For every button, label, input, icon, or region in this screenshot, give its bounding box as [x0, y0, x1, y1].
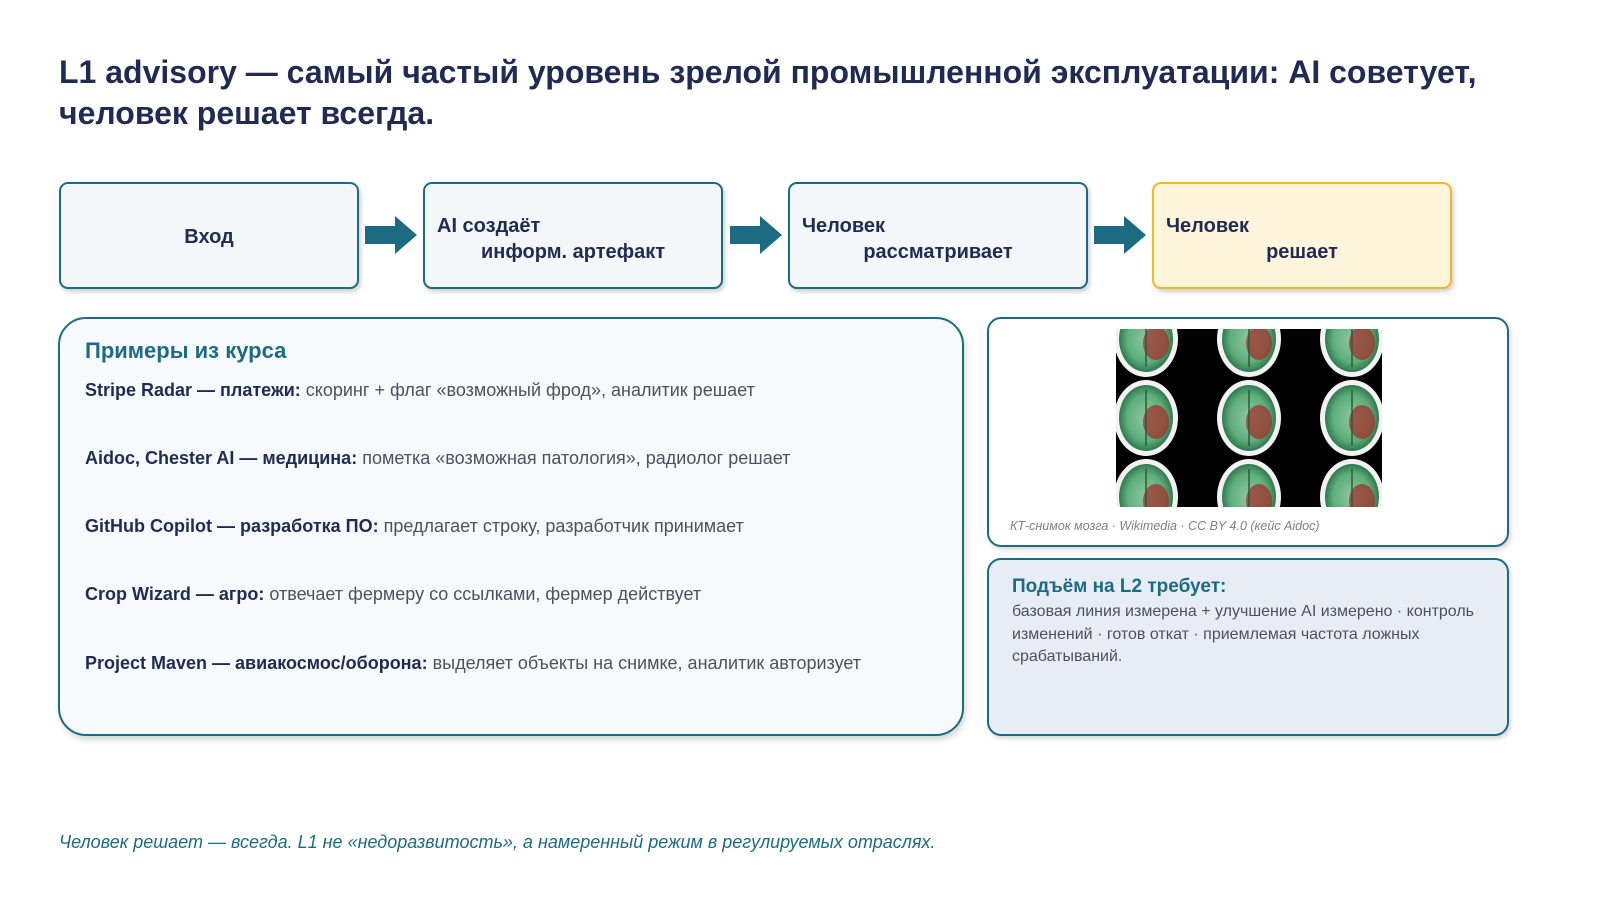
flow-step-input-label: Вход — [184, 226, 234, 248]
arrow-right-icon — [365, 216, 417, 254]
example-item: Stripe Radar — платежи: скоринг + флаг «… — [85, 379, 755, 401]
flow-step-input: Вход — [59, 182, 359, 289]
l2-body: базовая линия измерена + улучшение AI из… — [1012, 603, 1475, 665]
example-name: Stripe Radar — платежи: — [85, 380, 301, 400]
l2-requirements-card: Подъём на L2 требует: базовая линия изме… — [987, 558, 1509, 736]
l2-heading: Подъём на L2 требует: — [1012, 576, 1227, 597]
example-item: Crop Wizard — агро: отвечает фермеру со … — [85, 583, 701, 605]
example-text: скоринг + флаг «возможный фрод», аналити… — [305, 380, 755, 400]
example-name: Project Maven — авиакосмос/оборона: — [85, 653, 428, 673]
example-text: предлагает строку, разработчик принимает — [383, 516, 744, 536]
slide-title: L1 advisory — самый частый уровень зрело… — [59, 54, 1477, 131]
example-item: GitHub Copilot — разработка ПО: предлага… — [85, 515, 744, 537]
flow-step-human-review: Человек рассматривает — [788, 182, 1088, 289]
ct-image-card: КТ-снимок мозга · Wikimedia · CC BY 4.0 … — [987, 317, 1509, 547]
examples-card: Примеры из курса Stripe Radar — платежи:… — [58, 317, 964, 736]
example-text: отвечает фермеру со ссылками, фермер дей… — [269, 584, 702, 604]
flow-step-ai-artifact: AI создаёт информ. артефакт — [423, 182, 723, 289]
example-item: Aidoc, Chester AI — медицина: пометка «в… — [85, 447, 790, 469]
flow-step-ai-artifact-line1: AI создаёт — [437, 215, 541, 237]
flow-step-ai-artifact-line2: информ. артефакт — [480, 241, 666, 263]
flow-step-human-decides-line2: решает — [1266, 241, 1338, 263]
arrow-right-icon — [1094, 216, 1146, 254]
example-name: Aidoc, Chester AI — медицина: — [85, 448, 358, 468]
flow-step-human-decides-line1: Человек — [1166, 215, 1249, 237]
image-caption: КТ-снимок мозга · Wikimedia · CC BY 4.0 … — [1010, 519, 1320, 533]
example-text: пометка «возможная патология», радиолог … — [362, 448, 791, 468]
example-text: выделяет объекты на снимке, аналитик авт… — [432, 653, 862, 673]
arrow-right-icon — [730, 216, 782, 254]
example-item: Project Maven — авиакосмос/оборона: выде… — [85, 652, 861, 674]
example-name: GitHub Copilot — разработка ПО: — [85, 516, 379, 536]
example-name: Crop Wizard — агро: — [85, 584, 265, 604]
footer-note: Человек решает — всегда. L1 не «недоразв… — [59, 832, 936, 852]
ct-scan-image — [1116, 329, 1382, 507]
flow-step-human-review-line1: Человек — [802, 215, 885, 237]
flow-step-human-decides: Человек решает — [1152, 182, 1452, 289]
examples-heading: Примеры из курса — [85, 338, 287, 363]
flow-step-human-review-line2: рассматривает — [863, 241, 1013, 263]
